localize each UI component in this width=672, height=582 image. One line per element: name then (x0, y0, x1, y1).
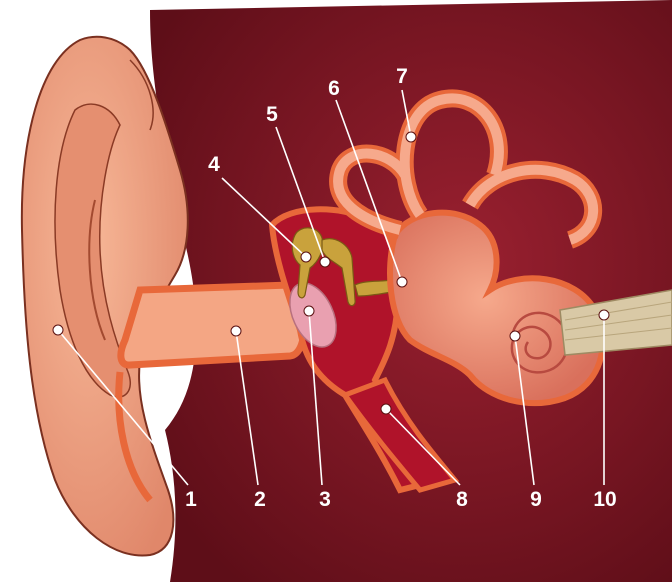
label-7: 7 (396, 65, 408, 88)
pointer-dot-5 (320, 257, 330, 267)
label-3: 3 (319, 488, 331, 511)
label-10: 10 (593, 488, 616, 511)
pointer-dot-1 (53, 325, 63, 335)
pointer-dot-3 (304, 306, 314, 316)
pointer-dot-9 (510, 331, 520, 341)
pointer-dot-10 (599, 310, 609, 320)
pointer-dot-2 (231, 326, 241, 336)
pointer-dot-4 (301, 252, 311, 262)
pointer-dot-8 (381, 404, 391, 414)
label-8: 8 (456, 488, 468, 511)
label-2: 2 (254, 488, 266, 511)
label-1: 1 (185, 488, 197, 511)
pointer-dot-6 (397, 277, 407, 287)
pointer-dot-7 (406, 132, 416, 142)
label-9: 9 (530, 488, 542, 511)
label-6: 6 (328, 77, 340, 100)
label-5: 5 (266, 103, 278, 126)
label-4: 4 (208, 153, 220, 176)
